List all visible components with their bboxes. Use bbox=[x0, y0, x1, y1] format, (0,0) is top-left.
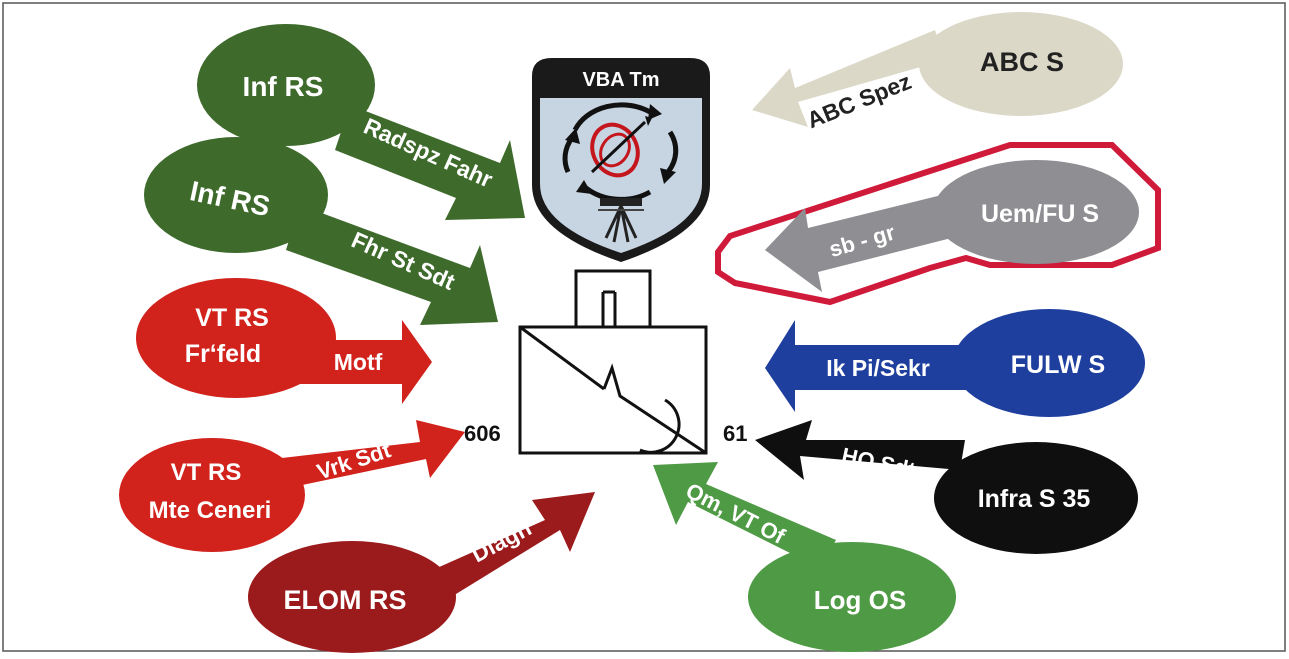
source-bubble bbox=[248, 541, 456, 653]
source-label-line2: Mte Ceneri bbox=[149, 497, 272, 524]
source-bubble bbox=[748, 542, 956, 652]
signal-unit-symbol-icon bbox=[519, 325, 707, 455]
source-vt-rs-frfeld: VT RS Fr‘feld Motf bbox=[136, 278, 432, 404]
source-inf-rs-2: Inf RS Fhr St Sdt bbox=[144, 137, 498, 325]
flow-arrow bbox=[282, 420, 465, 488]
flow-arrow bbox=[765, 320, 990, 412]
source-label: Log OS bbox=[814, 585, 906, 615]
highlight-outline bbox=[715, 142, 1161, 306]
source-elom-rs: ELOM RS Diagn bbox=[248, 492, 595, 653]
flow-label: Motf bbox=[334, 349, 383, 375]
signal-unit-symbol: 606 61 bbox=[464, 269, 747, 455]
flow-arrow bbox=[752, 30, 945, 127]
source-bubble bbox=[119, 438, 305, 552]
flow-arrow bbox=[653, 462, 836, 568]
unit-number-left: 606 bbox=[464, 421, 501, 446]
flow-arrow bbox=[335, 105, 525, 220]
source-bubble bbox=[953, 309, 1145, 417]
source-bubble bbox=[933, 160, 1139, 264]
flow-arrow bbox=[286, 205, 498, 325]
unit-number-right: 61 bbox=[723, 421, 747, 446]
source-label: Inf RS bbox=[243, 71, 324, 102]
flow-arrow bbox=[765, 190, 975, 292]
unit-emblem-shield-icon bbox=[562, 102, 679, 243]
source-label: ELOM RS bbox=[283, 585, 406, 615]
source-label: ABC S bbox=[980, 47, 1064, 77]
source-bubble bbox=[136, 278, 336, 398]
flow-arrow bbox=[755, 420, 965, 480]
source-fulw-s: FULW S Ik Pi/Sekr bbox=[765, 309, 1145, 417]
source-bubble bbox=[144, 137, 328, 253]
source-vt-rs-mte-ceneri: VT RS Mte Ceneri Vrk Sdt bbox=[119, 420, 465, 552]
badge-title: VBA Tm bbox=[582, 69, 659, 91]
source-bubble bbox=[919, 12, 1123, 116]
source-label-line1: VT RS bbox=[195, 304, 269, 332]
source-bubble bbox=[197, 24, 375, 146]
source-label-line1: VT RS bbox=[171, 459, 242, 486]
source-label: FULW S bbox=[1011, 351, 1105, 379]
flow-arrow bbox=[410, 492, 595, 610]
source-label: Infra S 35 bbox=[978, 485, 1091, 513]
source-bubble bbox=[934, 442, 1138, 554]
source-label: Uem/FU S bbox=[981, 200, 1099, 228]
source-label-line2: Fr‘feld bbox=[185, 340, 261, 368]
flow-label: Ik Pi/Sekr bbox=[826, 355, 930, 381]
unit-badge: VBA Tm bbox=[532, 58, 710, 262]
